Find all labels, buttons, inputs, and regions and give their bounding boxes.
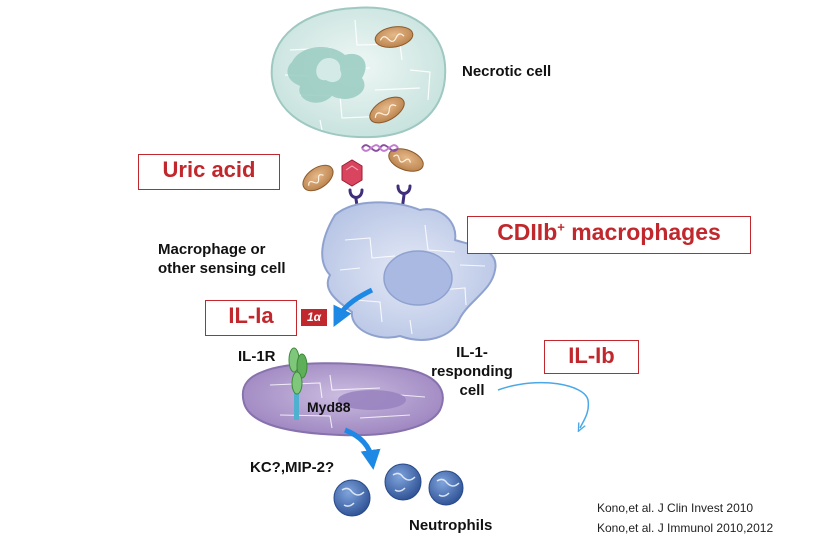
mitochondrion-icon: [388, 148, 424, 172]
kc-mip-label: KC?,MIP-2?: [250, 459, 335, 476]
uric-acid-box: Uric acid: [138, 154, 280, 190]
citation-1: Kono,et al. J Clin Invest 2010: [597, 501, 754, 515]
necrotic-cell-label: Necrotic cell: [462, 63, 552, 80]
mitochondrion-icon: [374, 26, 414, 48]
arrow-to-il1a: [333, 287, 374, 327]
neutrophil: [384, 463, 422, 501]
cd11b-text: CDIIb: [497, 219, 558, 245]
cd11b-macrophages-box: CDIIb+ macrophages: [467, 216, 751, 254]
neutrophil: [428, 470, 464, 506]
uric-acid-crystal-icon: [341, 159, 363, 187]
il1b-text: IL-Ib: [568, 343, 615, 368]
cd11b-tail-text: macrophages: [564, 219, 721, 245]
myd88-label: Myd88: [307, 399, 351, 415]
il1r-label: IL-1R: [238, 348, 276, 365]
released-damps: [302, 144, 424, 214]
dna-strand-icon: [361, 144, 399, 152]
il1a-box: IL-Ia: [205, 300, 297, 336]
mitochondrion-icon: [369, 96, 405, 124]
neutrophils-label: Neutrophils: [409, 517, 493, 534]
il1-responding-cell-label: IL-1- responding cell: [431, 344, 513, 399]
il1a-tag: 1α: [301, 309, 327, 326]
il1b-box: IL-Ib: [544, 340, 639, 374]
arrow-to-neutrophils: [344, 427, 381, 470]
citation-2: Kono,et al. J Immunol 2010,2012: [597, 521, 774, 535]
necrotic-cell: [270, 6, 447, 139]
cd11b-superscript: +: [557, 219, 565, 235]
il1a-text: IL-Ia: [228, 303, 274, 328]
il1r-receptor-icon: [288, 347, 308, 420]
arrow-to-il1b: [497, 381, 590, 428]
mitochondrion-icon: [302, 164, 334, 192]
neutrophil: [333, 479, 371, 517]
macrophage-label: Macrophage or other sensing cell: [158, 241, 286, 277]
macrophage-cell: [321, 201, 497, 341]
uric-acid-text: Uric acid: [162, 157, 256, 182]
